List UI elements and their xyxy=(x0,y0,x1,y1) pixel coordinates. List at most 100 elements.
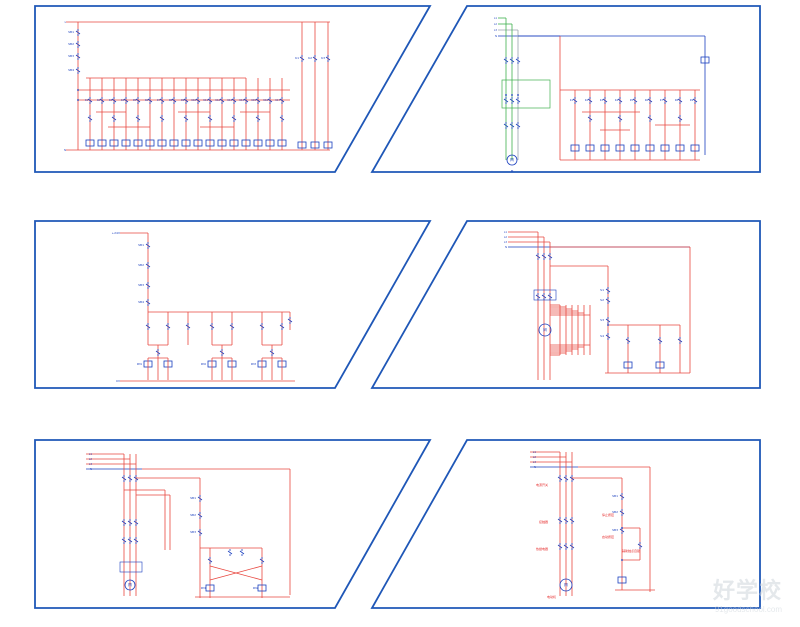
component-label: K4 xyxy=(121,99,125,102)
component-label: SB1 xyxy=(612,494,618,498)
coil xyxy=(145,139,155,147)
wire xyxy=(515,123,521,128)
component-label: K2 xyxy=(585,99,589,102)
wire xyxy=(75,54,81,59)
component-label: N xyxy=(64,148,66,152)
wire xyxy=(617,98,623,103)
wire xyxy=(197,530,203,535)
wire xyxy=(563,544,569,549)
contactor-group xyxy=(501,79,551,109)
coil xyxy=(253,139,263,147)
wire xyxy=(619,494,625,499)
annotation-label: 停止按钮 xyxy=(602,512,614,517)
component-label: K11 xyxy=(203,99,208,102)
annotation-label: 辅助触点自锁 xyxy=(622,548,640,553)
wire xyxy=(625,338,631,343)
component-label: K1 xyxy=(570,99,574,102)
wire xyxy=(133,520,139,525)
component-label: KM2 xyxy=(201,363,207,366)
wire xyxy=(515,98,521,103)
wire xyxy=(557,544,563,549)
wire xyxy=(535,254,541,259)
annotation-label: 电动机 xyxy=(547,594,556,599)
component-label: SB2 xyxy=(68,42,74,46)
wire xyxy=(197,496,203,501)
phase-label: L3 xyxy=(89,462,92,466)
motor-symbol xyxy=(538,323,552,337)
wire xyxy=(563,518,569,523)
wire xyxy=(605,318,611,323)
annotation-label: 启动按钮 xyxy=(602,534,614,539)
component-label: SB4 xyxy=(68,68,74,72)
wire xyxy=(255,98,261,103)
component-label: KM1 xyxy=(137,363,143,366)
component-label: K12 xyxy=(215,99,220,102)
annotation-label: 热继电器 xyxy=(536,546,548,551)
wire xyxy=(619,528,625,533)
component-label: K3 xyxy=(109,99,113,102)
component-label: K4 xyxy=(615,99,619,102)
wire xyxy=(121,520,127,525)
motor-label: M xyxy=(510,158,514,163)
wire xyxy=(547,294,553,299)
wire xyxy=(617,116,623,121)
wire xyxy=(133,476,139,481)
wire xyxy=(312,56,318,61)
component-label: L2 xyxy=(504,235,507,239)
component-label: K13 xyxy=(227,99,232,102)
wire xyxy=(145,263,151,268)
coil xyxy=(700,56,710,64)
coil xyxy=(277,139,287,147)
wire xyxy=(87,116,93,121)
junction xyxy=(517,94,519,96)
coil xyxy=(109,139,119,147)
wire xyxy=(279,116,285,121)
wire xyxy=(267,98,273,103)
component-label: K15 xyxy=(251,99,256,102)
wire xyxy=(195,98,201,103)
wire xyxy=(569,544,575,549)
wire xyxy=(87,98,93,103)
component-label: K10 xyxy=(191,99,196,102)
junction xyxy=(505,94,507,96)
wire xyxy=(75,30,81,35)
wire xyxy=(229,324,235,329)
wire xyxy=(99,98,105,103)
component-label: S2 xyxy=(600,298,604,302)
component-label: S3 xyxy=(600,318,604,322)
component-label: L xyxy=(65,20,67,24)
wire xyxy=(259,324,265,329)
component-label: SB1 xyxy=(190,496,196,500)
component-label: K5 xyxy=(133,99,137,102)
coil xyxy=(675,144,685,152)
wire xyxy=(605,298,611,303)
bottom-rail-label: 0V xyxy=(116,379,121,383)
wire xyxy=(509,123,515,128)
wire xyxy=(503,98,509,103)
component-label: L1 xyxy=(494,16,497,20)
component-label: SB3 xyxy=(68,54,74,58)
wire xyxy=(547,254,553,259)
wire xyxy=(121,476,127,481)
wire xyxy=(677,338,683,343)
coil xyxy=(615,144,625,152)
wire xyxy=(299,56,305,61)
wire xyxy=(183,98,189,103)
wire xyxy=(121,538,127,543)
coil xyxy=(585,144,595,152)
wire xyxy=(605,288,611,293)
junction xyxy=(621,527,623,529)
wire xyxy=(243,98,249,103)
component-label: SB2 xyxy=(190,513,196,517)
wire xyxy=(569,476,575,481)
wire xyxy=(677,116,683,121)
wire xyxy=(677,98,683,103)
phase-label: L1 xyxy=(533,450,536,454)
wire xyxy=(503,123,509,128)
coil xyxy=(121,139,131,147)
component-label: K8 xyxy=(169,99,173,102)
wire xyxy=(602,98,608,103)
motor-symbol xyxy=(559,578,573,592)
